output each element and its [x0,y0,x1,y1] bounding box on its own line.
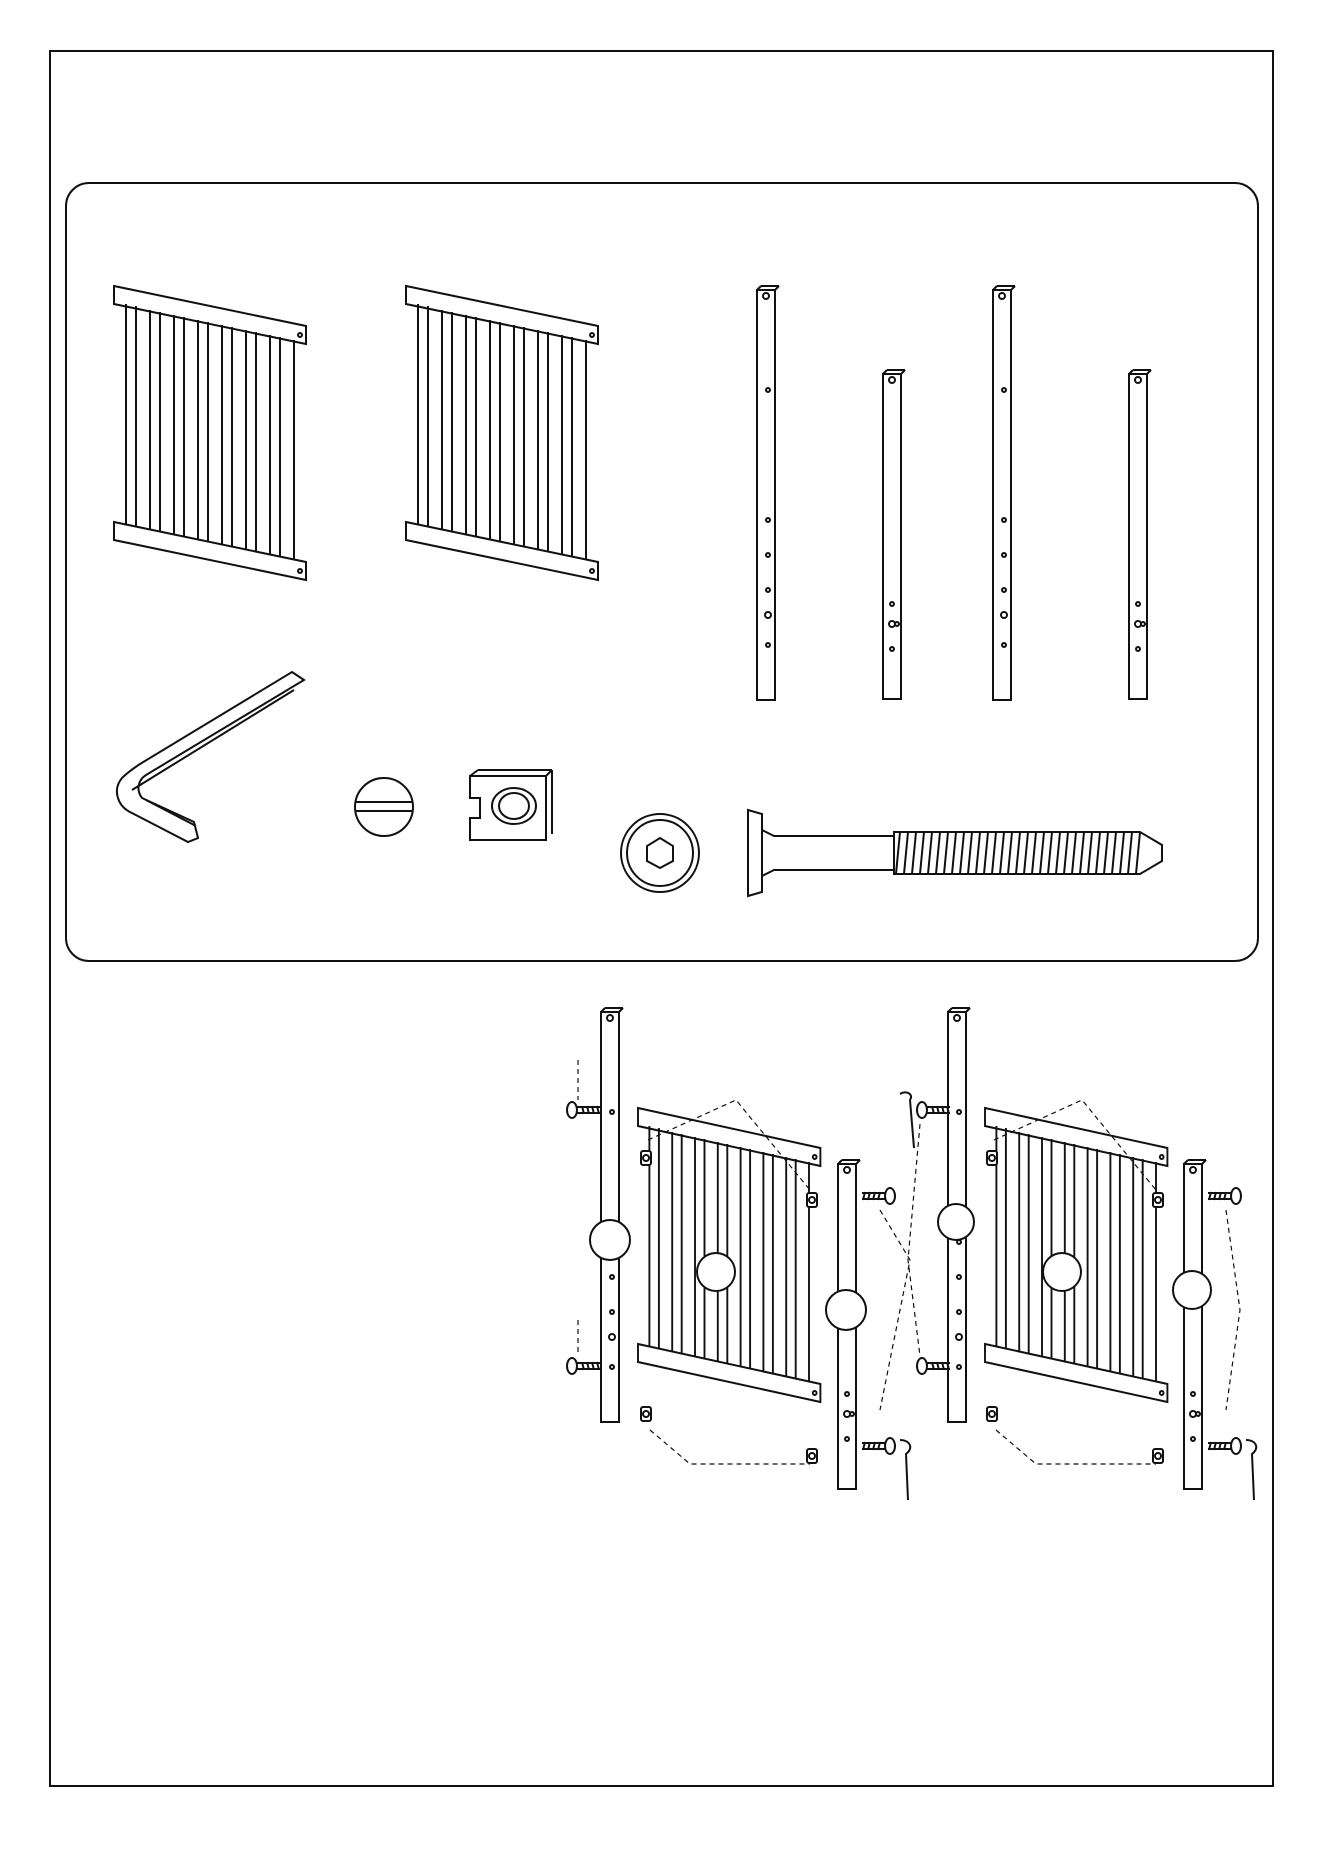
barrel-nut-icon [355,778,413,836]
assembly-2-short-leg [1184,1160,1206,1489]
assembly-2-hex-key-top-icon [900,1092,914,1148]
assembly-1-callout-leg [590,1220,630,1260]
assembly-1-callout-panel [697,1253,735,1291]
assembly-2-hex-key-icon [1246,1440,1256,1500]
long-leg-b [993,286,1015,700]
assembly-2-callout-leg [938,1204,974,1240]
assembly-1-hex-key-icon [900,1440,910,1500]
assembly-1-panel [638,1108,820,1402]
long-bolt-icon [748,810,1162,896]
assembly-2-panel [985,1108,1167,1402]
side-panel-a [114,286,306,580]
short-leg-a [883,370,905,699]
assembly-1-callout-shortleg [826,1290,866,1330]
assembly-view-1 [567,1008,910,1500]
assembly-view-2 [900,1008,1256,1500]
side-panel-b [406,286,598,580]
assembly-2-callout-panel [1043,1253,1081,1291]
slot-nut-icon [470,770,552,840]
long-leg-a [757,286,779,700]
assembly-1-long-leg [601,1008,623,1422]
bolt-head-icon [621,814,699,892]
assembly-2-callout-shortleg [1173,1271,1211,1309]
hex-key-icon [117,672,304,842]
short-leg-b [1129,370,1151,699]
